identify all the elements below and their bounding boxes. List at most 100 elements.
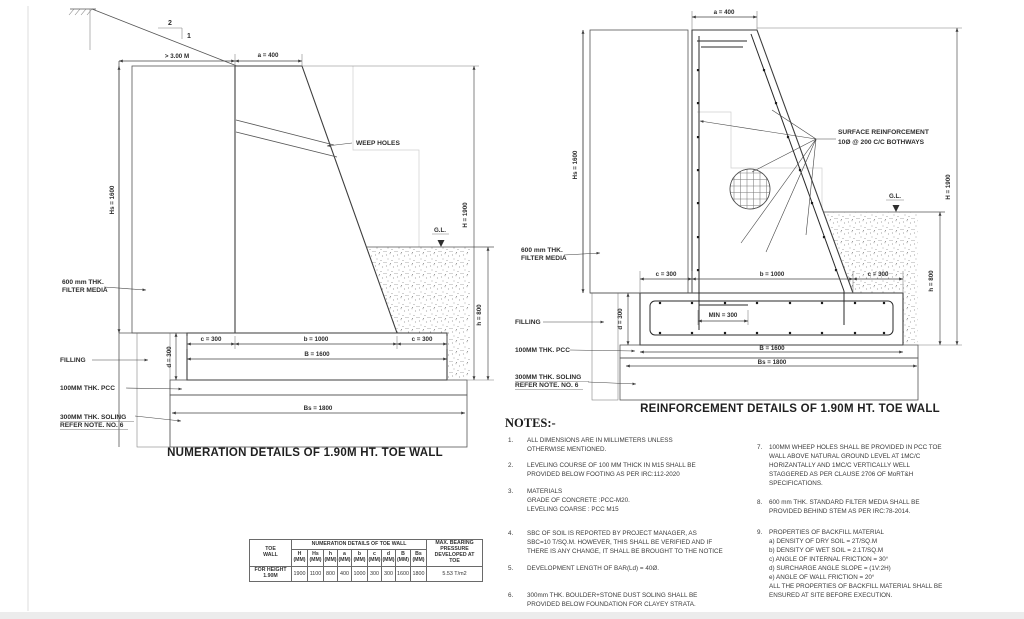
note-9: 9.PROPERTIES OF BACKFILL MATERIAL a) DEN… <box>757 529 943 599</box>
note-5: 5.DEVELOPMENT LENGTH OF BAR(Ld) = 40Ø. <box>508 565 659 572</box>
note-4: 4.SBC OF SOIL IS REPORTED BY PROJECT MAN… <box>508 530 723 555</box>
col-h: h(MM) <box>323 549 338 567</box>
pcc-layer <box>169 379 468 396</box>
rebar-dots <box>658 69 886 335</box>
filling-label: FILLING <box>515 319 541 326</box>
note-8: 8.600 mm THK. STANDARD FILTER MEDIA SHAL… <box>757 499 920 515</box>
value-Bs: 1800 <box>410 565 427 582</box>
soling-label-1: 300MM THK. SOLING <box>60 414 126 421</box>
col-B: B(MM) <box>395 549 411 567</box>
top-dimension-lines <box>118 54 303 447</box>
note-3: 3.MATERIALS GRADE OF CONCRETE :PCC-M20. … <box>508 488 630 513</box>
top-width-dim-label: a = 400 <box>258 52 279 59</box>
H-dim-label: H = 1900 <box>945 174 952 200</box>
col-b: b(MM) <box>351 549 368 567</box>
table-pressure-header: MAX. BEARING PRESSURE DEVELOPED AT TOE <box>426 539 483 567</box>
filter-media-label-2: FILTER MEDIA <box>62 287 108 294</box>
value-B: 1600 <box>395 565 411 582</box>
filter-media-label-1: 600 mm THK. <box>521 247 563 254</box>
filter-media-leader <box>103 286 147 292</box>
gl-label: G.L. <box>889 193 901 200</box>
weep-hole-lines <box>235 119 338 158</box>
vertical-dimension-lines <box>581 27 962 346</box>
B-dim-label: B = 1600 <box>304 351 330 358</box>
pcc-leader <box>569 349 636 353</box>
value-c: 300 <box>367 565 382 582</box>
earth-fill <box>366 247 470 380</box>
numeration-table: TOE WALL NUMERATION DETAILS OF TOE WALL … <box>249 538 483 582</box>
c-left-dim-label: c = 300 <box>201 336 222 343</box>
value-h: 800 <box>323 565 338 582</box>
top-width-dim-label: a = 400 <box>714 9 735 16</box>
col-c: c(MM) <box>367 549 382 567</box>
reinforcement-title: REINFORCEMENT DETAILS OF 1.90M HT. TOE W… <box>640 403 940 415</box>
surface-reinforcement-label-2: 10Ø @ 200 C/C BOTHWAYS <box>838 139 925 146</box>
b-dim-label: b = 1000 <box>760 271 785 278</box>
slope-ratio-1: 1 <box>187 33 191 40</box>
col-a: a(MM) <box>337 549 352 567</box>
weep-holes-label: WEEP HOLES <box>356 140 400 147</box>
construction-step-line <box>352 66 420 247</box>
notes-column-1: 1.ALL DIMENSIONS ARE IN MILLIMETERS UNLE… <box>508 436 760 609</box>
notes-section: NOTES:- 1.ALL DIMENSIONS ARE IN MILLIMET… <box>505 416 1022 608</box>
soling-label-2: REFER NOTE. NO. 6 <box>515 382 579 389</box>
notes-column-2: 7.100MM WHEEP HOLES SHALL BE PROVIDED IN… <box>757 443 1019 600</box>
rebar-lines <box>649 33 894 336</box>
note-6: 6.300mm THK. BOULDER+STONE DUST SOLING S… <box>508 592 698 608</box>
footing-dimension-lines <box>171 332 466 415</box>
filling-label: FILLING <box>60 357 86 364</box>
pcc-label: 100MM THK. PCC <box>60 385 115 392</box>
note-1: 1.ALL DIMENSIONS ARE IN MILLIMETERS UNLE… <box>508 437 673 453</box>
ground-slope-lines <box>68 8 238 67</box>
value-b: 1000 <box>351 565 368 582</box>
h-dim-label: h = 800 <box>476 304 483 326</box>
b-dim-label: b = 1000 <box>304 336 329 343</box>
soling-label-1: 300MM THK. SOLING <box>515 374 581 381</box>
footing-dimension-lines <box>625 271 918 368</box>
table-subheader-row: H(MM) Hs(MM) h(MM) a(MM) b(MM) c(MM) d(M… <box>250 549 483 567</box>
notes-heading: NOTES:- <box>505 416 556 430</box>
offset-dim-label: > 3.00 M <box>165 53 189 60</box>
filter-media-leader <box>563 251 601 256</box>
value-a: 400 <box>337 565 352 582</box>
ground-level-marker <box>823 199 945 213</box>
value-d: 300 <box>381 565 396 582</box>
value-Hs: 1100 <box>307 565 324 582</box>
gl-label: G.L. <box>434 227 446 234</box>
value-pressure: 5.53 T/m2 <box>426 565 483 582</box>
Bs-dim-label: Bs = 1800 <box>758 359 787 366</box>
reinforcement-diagram: SURFACE REINFORCEMENT 10Ø @ 200 C/C BOTH… <box>515 9 962 415</box>
table-group-header: NUMERATION DETAILS OF TOE WALL <box>291 538 427 551</box>
soling-layer <box>169 394 468 448</box>
table-data-row: FOR HEIGHT 1.90M 1900 1100 800 400 1000 … <box>249 565 483 582</box>
hs-dim-label: Hs = 1600 <box>109 185 116 214</box>
weep-holes-leader <box>326 142 353 147</box>
vertical-dimension-lines <box>117 65 494 381</box>
c-right-dim-label: c = 300 <box>868 271 889 278</box>
slope-ratio-2: 2 <box>168 20 172 27</box>
value-H: 1900 <box>291 565 308 582</box>
soling-leader <box>134 415 182 422</box>
numeration-diagram: 2 1 > 3.00 M a = 400 WEEP HOLES G.L. <box>60 8 494 459</box>
table-toe-wall-header: TOE WALL <box>249 539 292 567</box>
col-Bs: Bs(MM) <box>410 549 427 567</box>
c-right-dim-label: c = 300 <box>412 336 433 343</box>
h-dim-label: h = 800 <box>928 270 935 292</box>
ground-level-marker <box>366 233 494 248</box>
soling-leader <box>587 381 637 386</box>
construction-step-line <box>697 111 823 210</box>
top-dimension-lines <box>691 11 962 30</box>
pcc-leader <box>125 387 183 391</box>
page-bottom-edge <box>0 612 1024 619</box>
mesh-detail-circle <box>729 168 771 210</box>
B-dim-label: B = 1600 <box>759 345 785 352</box>
pcc-label: 100MM THK. PCC <box>515 347 570 354</box>
row-label: FOR HEIGHT 1.90M <box>249 565 292 582</box>
surface-reinforcement-label-1: SURFACE REINFORCEMENT <box>838 129 929 136</box>
hs-dim-label: Hs = 1600 <box>572 150 579 179</box>
col-Hs: Hs(MM) <box>307 549 324 567</box>
toe-wall-section <box>234 65 398 334</box>
numeration-title: NUMERATION DETAILS OF 1.90M HT. TOE WALL <box>167 447 443 459</box>
soling-label-2: REFER NOTE. NO. 6 <box>60 422 124 429</box>
H-dim-label: H = 1900 <box>462 202 469 228</box>
